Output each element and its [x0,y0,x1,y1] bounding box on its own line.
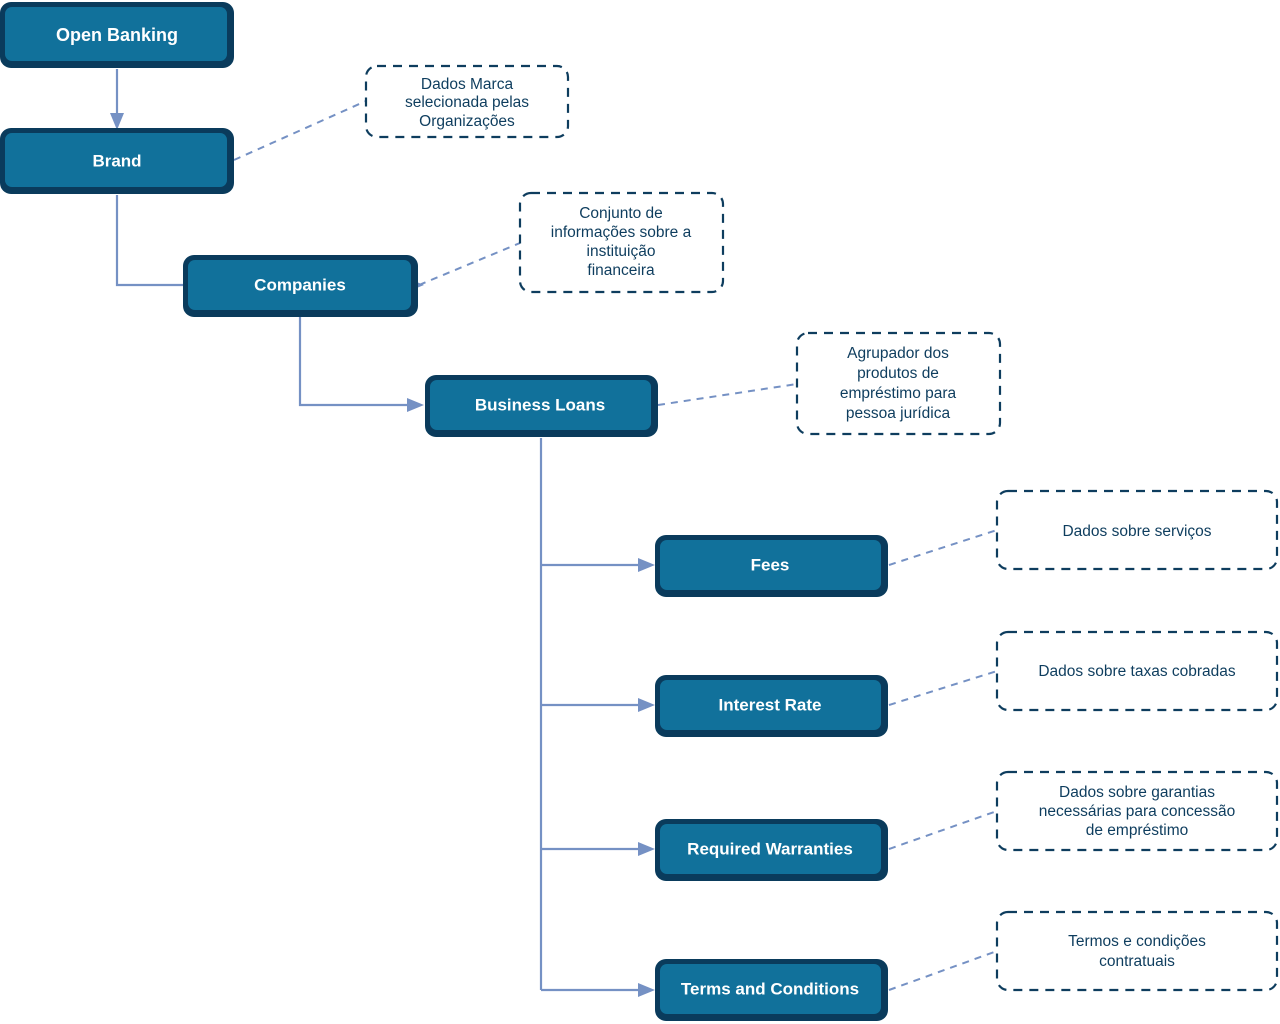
note-business-loans-line-2: produtos de [857,365,939,382]
note-business-loans-line-4: pessoa jurídica [846,405,951,422]
node-open-banking-label: Open Banking [56,25,178,45]
note-brand: Dados Marca selecionada pelas Organizaçõ… [364,64,570,139]
note-interest-rate-box [995,630,1279,712]
node-companies-face [188,260,411,310]
note-brand-line-3: Organizações [419,113,515,130]
note-terms-and-conditions-box [995,910,1279,992]
note-required-warranties-line-3: de empréstimo [1086,822,1189,839]
node-fees-label: Fees [751,555,790,574]
note-fees-line-1: Dados sobre serviços [1062,523,1211,540]
note-required-warranties: Dados sobre garantias necessárias para c… [995,770,1279,852]
note-interest-rate-line-1: Dados sobre taxas cobradas [1038,663,1236,680]
leader-line-fees [888,529,998,566]
leader-line-business-loans [657,383,798,406]
node-terms-and-conditions[interactable]: Terms and Conditions [655,959,888,1021]
node-interest-rate-face [660,680,881,730]
node-companies[interactable]: Companies [183,255,418,317]
note-required-warranties-box [995,770,1279,852]
note-business-loans-box [795,331,1002,436]
note-terms-and-conditions-line-1: Termos e condições [1068,933,1206,950]
node-fees-face [660,540,881,590]
note-fees-box [995,489,1279,571]
note-companies: Conjunto de informações sobre a institui… [518,191,725,294]
node-brand-face [5,133,227,187]
note-brand-line-2: selecionada pelas [405,94,529,111]
leader-line-terms-and-conditions [888,950,998,991]
note-required-warranties-line-1: Dados sobre garantias [1059,784,1215,801]
note-leader-lines-group [233,100,998,991]
edge-business-loans-to-children [539,438,655,997]
note-business-loans-line-1: Agrupador dos [847,345,949,362]
note-business-loans: Agrupador dos produtos de empréstimo par… [795,331,1002,436]
node-open-banking-face [5,7,227,61]
note-companies-line-2: informações sobre a [551,224,692,241]
node-business-loans-face [430,380,651,430]
node-required-warranties-label: Required Warranties [687,839,853,858]
node-interest-rate[interactable]: Interest Rate [655,675,888,737]
node-required-warranties[interactable]: Required Warranties [655,819,888,881]
note-business-loans-line-3: empréstimo para [840,385,957,402]
node-open-banking[interactable]: Open Banking [0,2,234,68]
connectors-group [110,69,655,997]
note-terms-and-conditions-line-2: contratuais [1099,953,1175,970]
note-brand-box [364,64,570,139]
note-companies-line-1: Conjunto de [579,205,663,222]
node-business-loans[interactable]: Business Loans [425,375,658,437]
edge-companies-to-business-loans [298,317,424,412]
node-companies-label: Companies [254,275,346,294]
edge-open-banking-to-brand [110,69,124,130]
note-companies-line-3: instituição [587,243,656,260]
node-fees[interactable]: Fees [655,535,888,597]
leader-line-interest-rate [888,670,998,706]
node-brand[interactable]: Brand [0,128,234,194]
leader-line-brand [233,100,367,161]
leader-line-required-warranties [888,810,998,850]
note-interest-rate: Dados sobre taxas cobradas [995,630,1279,712]
node-required-warranties-face [660,824,881,874]
note-terms-and-conditions: Termos e condições contratuais [995,910,1279,992]
note-brand-line-1: Dados Marca [421,76,514,93]
node-business-loans-label: Business Loans [475,395,605,414]
node-interest-rate-label: Interest Rate [719,695,822,714]
note-companies-box [518,191,725,294]
note-companies-line-4: financeira [587,262,655,279]
note-fees: Dados sobre serviços [995,489,1279,571]
node-terms-and-conditions-label: Terms and Conditions [681,979,859,998]
leader-line-companies [418,242,521,286]
node-terms-and-conditions-face [660,964,881,1014]
note-required-warranties-line-2: necessárias para concessão [1039,803,1235,820]
node-brand-label: Brand [92,151,141,170]
